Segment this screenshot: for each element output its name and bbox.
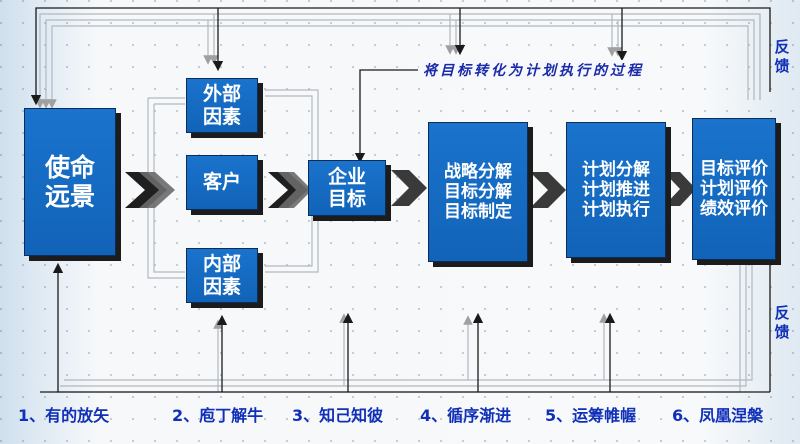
chevron-arrow-4 <box>530 172 566 208</box>
process-banner: 将目标转化为计划执行的过程 <box>419 60 648 82</box>
evaluation-box: 目标评价 计划评价 绩效评价 <box>692 118 776 260</box>
vision-box: 使命 远景 <box>24 108 116 256</box>
chevron-arrow-5 <box>664 172 696 206</box>
principle-label-6: 6、凤凰涅槃 <box>672 406 764 425</box>
internal-factors-box: 内部 因素 <box>186 248 258 303</box>
principle-label-2: 2、庖丁解牛 <box>172 406 264 425</box>
external-factors-box: 外部 因素 <box>186 78 258 133</box>
principle-label-4: 4、循序渐进 <box>420 406 512 425</box>
enterprise-goal-label: 企业 目标 <box>327 165 366 210</box>
chevron-arrow-3 <box>391 170 427 206</box>
customer-box: 客户 <box>186 155 258 210</box>
vision-label: 使命 远景 <box>44 152 95 212</box>
plan-box: 计划分解 计划推进 计划执行 <box>566 122 666 258</box>
customer-label: 客户 <box>202 171 241 194</box>
feedback-label-top: 反 馈 <box>774 38 790 75</box>
plan-label: 计划分解 计划推进 计划执行 <box>582 159 650 221</box>
strategy-label: 战略分解 目标分解 目标制定 <box>444 161 512 223</box>
external-factors-label: 外部 因素 <box>202 83 241 128</box>
principle-label-3: 3、知己知彼 <box>292 406 384 425</box>
enterprise-goal-box: 企业 目标 <box>308 160 386 216</box>
evaluation-label: 目标评价 计划评价 绩效评价 <box>700 158 768 220</box>
chevron-arrow-2 <box>268 172 312 208</box>
internal-factors-label: 内部 因素 <box>202 253 241 298</box>
feedback-label-bottom: 反 馈 <box>774 304 790 341</box>
strategy-box: 战略分解 目标分解 目标制定 <box>428 122 528 262</box>
principle-label-1: 1、有的放矢 <box>18 406 110 425</box>
chevron-arrow-1 <box>125 172 175 208</box>
principle-label-5: 5、运筹帷幄 <box>545 406 637 425</box>
